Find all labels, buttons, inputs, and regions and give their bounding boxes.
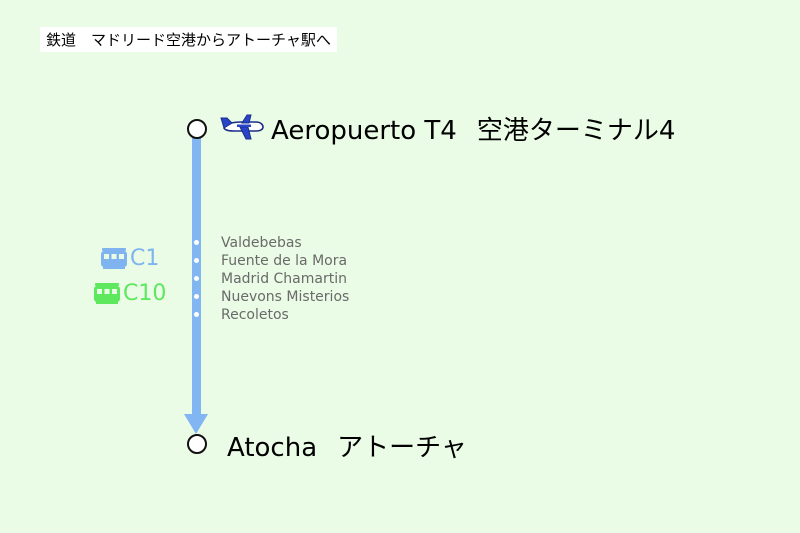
- route-arrow: [184, 414, 208, 434]
- list-item: Fuente de la Mora: [221, 253, 348, 269]
- line-code: C1: [130, 246, 160, 271]
- list-item: Nuevons Misterios: [221, 289, 350, 305]
- list-item: Recoletos: [221, 307, 289, 323]
- stop-dot: [194, 276, 199, 281]
- list-item: Valdebebas: [221, 235, 302, 251]
- stop-dot: [194, 312, 199, 317]
- airplane-icon: [220, 112, 264, 146]
- train-icon: [101, 247, 127, 269]
- destination-station-name-ja: アトーチャ: [337, 433, 467, 463]
- list-item: Madrid Chamartin: [221, 271, 347, 287]
- station-marker-destination: [187, 434, 207, 454]
- stop-dot: [194, 258, 199, 263]
- stop-dot: [194, 294, 199, 299]
- station-marker-origin: [187, 119, 207, 139]
- destination-station-label: Atocha アトーチャ: [227, 427, 487, 464]
- line-badge-c1: C1: [100, 246, 159, 271]
- train-icon: [94, 282, 120, 304]
- origin-station-label: Aeropuerto T4 空港ターミナル4: [271, 110, 695, 147]
- intermediate-stops-list: Valdebebas Fuente de la Mora Madrid Cham…: [221, 234, 349, 324]
- destination-station-name: Atocha: [227, 433, 318, 463]
- page-title: 鉄道 マドリード空港からアトーチャ駅へ: [40, 27, 337, 52]
- line-badge-c10: C10: [93, 281, 166, 306]
- line-code: C10: [123, 281, 167, 306]
- stop-dot: [194, 240, 199, 245]
- origin-station-name: Aeropuerto T4: [271, 116, 457, 146]
- origin-station-name-ja: 空港ターミナル4: [476, 116, 676, 146]
